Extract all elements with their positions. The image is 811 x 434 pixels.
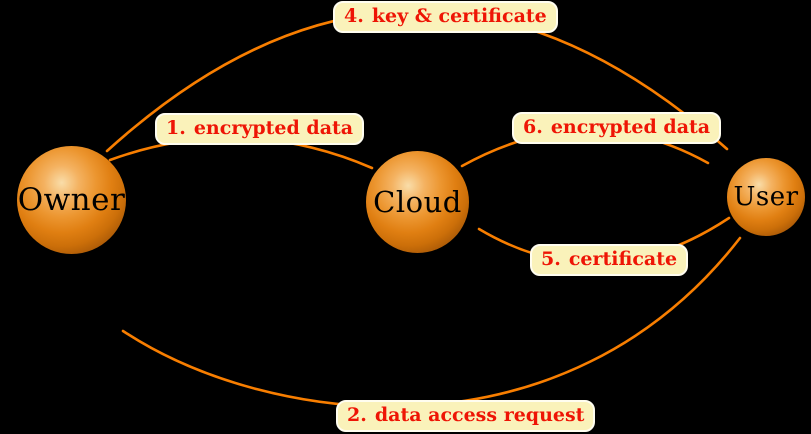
edge-label-text: encrypted data	[550, 116, 711, 138]
edge-label-number: 1.	[166, 117, 186, 139]
node-cloud: Cloud	[366, 151, 469, 253]
edge-label-encrypted-data-1: 1. encrypted data	[155, 113, 365, 145]
node-user: User	[727, 158, 805, 236]
edge-label-text: encrypted data	[193, 117, 354, 139]
node-cloud-label: Cloud	[373, 185, 462, 219]
edge-label-encrypted-data-6: 6. encrypted data	[512, 112, 722, 144]
edge-label-text: key & certificate	[371, 5, 547, 27]
node-user-label: User	[733, 182, 799, 212]
edge-label-text: data access request	[374, 404, 585, 426]
edge-label-number: 6.	[523, 116, 543, 138]
edge-label-number: 4.	[344, 5, 364, 27]
edge-label-number: 2.	[347, 404, 367, 426]
edge-label-number: 5.	[541, 248, 561, 270]
node-owner-label: Owner	[17, 182, 126, 218]
edge-label-certificate: 5. certificate	[530, 244, 689, 276]
node-owner: Owner	[17, 146, 126, 254]
edge-label-text: certificate	[568, 248, 678, 270]
edge-label-key-certificate: 4. key & certificate	[333, 1, 558, 33]
edge-label-data-access-request: 2. data access request	[336, 400, 596, 432]
